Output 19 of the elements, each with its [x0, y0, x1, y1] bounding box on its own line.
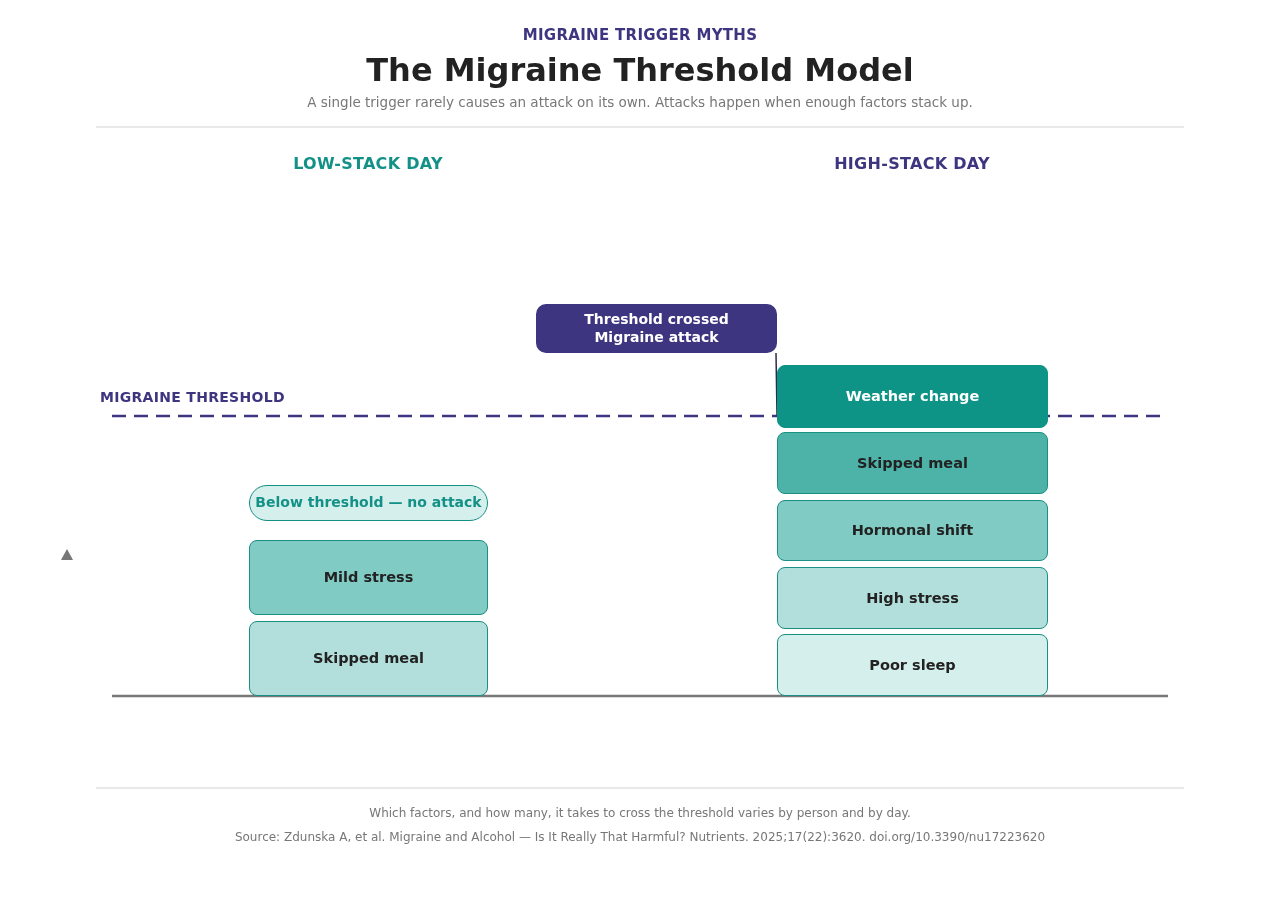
trigger-block: Skipped meal	[777, 432, 1048, 494]
trigger-block: Poor sleep	[777, 634, 1048, 696]
status-pill: Below threshold — no attack	[249, 485, 488, 521]
footnote: Which factors, and how many, it takes to cross the threshold varies by person and by day.	[369, 806, 911, 821]
column-heading: HIGH-STACK DAY	[834, 154, 990, 174]
trigger-block: Mild stress	[249, 540, 488, 615]
callout-heading: Threshold crossed	[584, 311, 729, 329]
callout-text: Migraine attack	[594, 328, 719, 346]
trigger-block: Hormonal shift	[777, 500, 1048, 561]
kicker-heading: MIGRAINE TRIGGER MYTHS	[522, 26, 758, 44]
trigger-block: Skipped meal	[249, 621, 488, 696]
subtitle: A single trigger rarely causes an attack on its own. Attacks happen when enough factors stack up.	[307, 94, 973, 111]
column-heading: LOW-STACK DAY	[293, 154, 443, 174]
trigger-block: Weather change	[777, 365, 1048, 428]
title: The Migraine Threshold Model	[366, 51, 914, 90]
callout-box	[536, 304, 777, 353]
source-citation: Source: Zdunska A, et al. Migraine and Alcohol — Is It Really That Harmful? Nutrients. 2025;17(22):3620. doi.org/10.3390/nu17223620	[234, 830, 1046, 845]
trigger-block: High stress	[777, 567, 1048, 629]
threshold-label: MIGRAINE THRESHOLD	[100, 389, 285, 406]
